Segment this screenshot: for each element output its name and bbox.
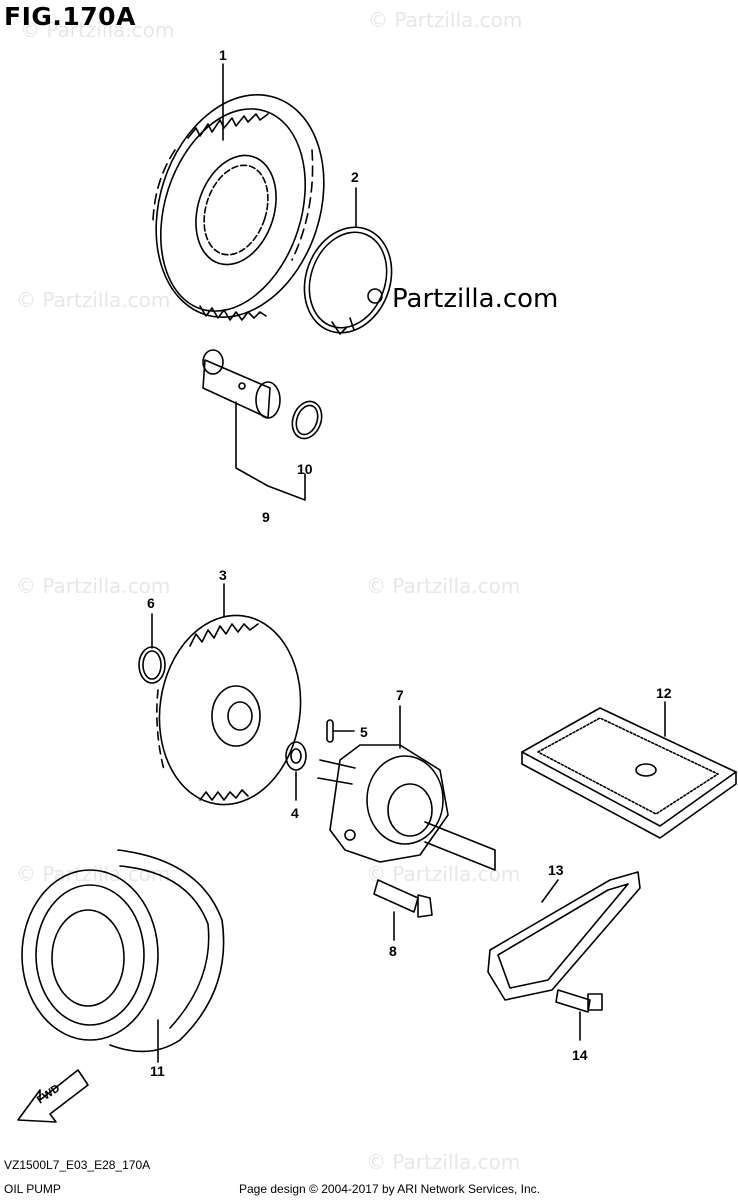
part-1-gear-assembly[interactable]	[129, 73, 352, 339]
part-11-oil-filter[interactable]	[21, 849, 225, 1053]
part-7-oil-pump[interactable]	[317, 744, 496, 871]
part-2-circlip[interactable]	[290, 215, 406, 345]
watermark: © Partzilla.com	[16, 288, 171, 312]
part-3-driven-gear[interactable]	[147, 606, 312, 814]
callout-6: 6	[147, 595, 155, 611]
part-8-bolt[interactable]	[373, 879, 433, 918]
watermark: © Partzilla.com	[16, 862, 171, 886]
part-10-o-ring[interactable]	[287, 397, 326, 442]
callout-13: 13	[548, 862, 564, 878]
watermark: © Partzilla.com	[16, 574, 171, 598]
callout-12: 12	[656, 685, 672, 701]
callout-labels: 1 2 3 4 5 6 7 8 9 10 11 12 13 14 FWD	[35, 47, 672, 1106]
part-12-oil-strainer[interactable]	[521, 707, 737, 839]
figure-name: OIL PUMP	[4, 1182, 61, 1196]
watermark: © Partzilla.com	[20, 18, 175, 42]
part-5-pin[interactable]	[326, 719, 334, 743]
watermark: © Partzilla.com	[366, 574, 521, 598]
fwd-arrow	[17, 1069, 89, 1123]
part-9-shaft[interactable]	[202, 349, 281, 419]
figure-title: FIG.170A	[4, 2, 136, 31]
callout-3: 3	[219, 567, 227, 583]
callout-4: 4	[291, 805, 299, 821]
part-4-washer[interactable]	[285, 741, 307, 771]
callout-11: 11	[150, 1063, 165, 1079]
callout-10: 10	[297, 461, 313, 477]
callout-7: 7	[396, 687, 404, 703]
callout-5: 5	[360, 724, 368, 740]
figure-code: VZ1500L7_E03_E28_170A	[4, 1158, 151, 1172]
partzilla-brand-text: Partzilla.com	[392, 284, 559, 314]
callout-9: 9	[262, 509, 270, 525]
watermark: © Partzilla.com	[368, 8, 523, 32]
callout-2: 2	[351, 169, 359, 185]
watermark: © Partzilla.com	[366, 1150, 521, 1174]
part-6-snap-ring[interactable]	[138, 646, 166, 684]
callout-8: 8	[389, 943, 397, 959]
callout-14: 14	[572, 1047, 588, 1063]
copyright-notice: Page design © 2004-2017 by ARI Network S…	[239, 1182, 541, 1196]
callout-1: 1	[219, 47, 227, 63]
part-14-screw[interactable]	[555, 989, 603, 1013]
part-13-gasket[interactable]	[487, 871, 641, 1001]
